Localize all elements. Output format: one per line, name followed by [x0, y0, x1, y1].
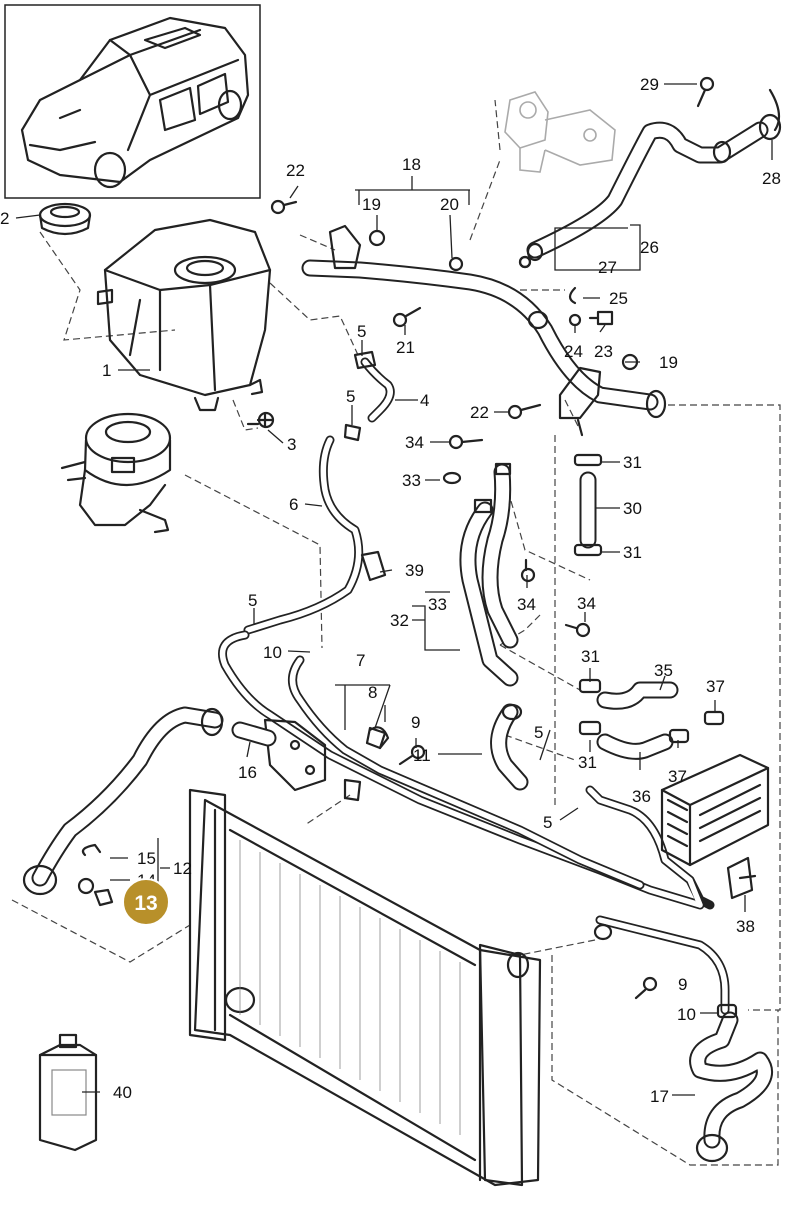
thermostat-housing-ghost: [504, 91, 616, 173]
callout-19: 19: [362, 195, 381, 214]
callout-16: 16: [238, 763, 257, 782]
callout-22: 22: [470, 403, 489, 422]
highlighted-callout-13[interactable]: 13: [122, 878, 170, 926]
coolant-bottle: [38, 1033, 98, 1152]
callout-labels: 2 1 3 4 5 5 5 5 5 6 7 8 9 9 10 10 11 12 …: [0, 75, 781, 1106]
brackets: [263, 718, 757, 900]
callout-20: 20: [440, 195, 459, 214]
callout-32: 32: [390, 611, 409, 630]
callout-19: 19: [659, 353, 678, 372]
callout-9: 9: [678, 975, 687, 994]
callout-10: 10: [263, 643, 282, 662]
callout-4: 4: [420, 391, 429, 410]
callout-31: 31: [578, 753, 597, 772]
callout-3: 3: [287, 435, 296, 454]
callout-35: 35: [654, 661, 673, 680]
callout-34: 34: [517, 595, 536, 614]
coolant-pipe-upper: [301, 224, 667, 437]
callout-27: 27: [598, 258, 617, 277]
hoses-35-36: [578, 678, 725, 760]
callout-5: 5: [357, 322, 366, 341]
small-hose-4: [343, 350, 395, 442]
callout-9: 9: [411, 713, 420, 732]
callout-5: 5: [534, 723, 543, 742]
callout-5: 5: [346, 387, 355, 406]
callout-17: 17: [650, 1087, 669, 1106]
leader-lines: [15, 83, 773, 1096]
callout-31: 31: [623, 453, 642, 472]
callout-24: 24: [564, 342, 583, 361]
callout-40: 40: [113, 1083, 132, 1102]
expansion-tank: [96, 218, 272, 412]
callout-30: 30: [623, 499, 642, 518]
vehicle-thumbnail: [4, 4, 261, 199]
callout-6: 6: [289, 495, 298, 514]
callout-5: 5: [248, 591, 257, 610]
callout-37: 37: [706, 677, 725, 696]
callout-28: 28: [762, 169, 781, 188]
reference-lines: [11, 99, 781, 1166]
coolant-hose-right: [518, 88, 782, 269]
callout-2: 2: [0, 209, 9, 228]
hose-33: [459, 462, 519, 687]
callout-22: 22: [286, 161, 305, 180]
lower-radiator-hose: [22, 706, 277, 907]
callout-5: 5: [543, 813, 552, 832]
callout-12: 12: [173, 859, 192, 878]
callout-11: 11: [413, 746, 431, 765]
callout-1: 1: [102, 361, 111, 380]
callout-25: 25: [609, 289, 628, 308]
callout-23: 23: [594, 342, 613, 361]
callout-34: 34: [577, 594, 596, 613]
highlight-label: 13: [134, 892, 157, 915]
callout-18: 18: [402, 155, 421, 174]
callout-10: 10: [677, 1005, 696, 1024]
callout-36: 36: [632, 787, 651, 806]
callout-34: 34: [405, 433, 424, 452]
callout-39: 39: [405, 561, 424, 580]
callout-21: 21: [396, 338, 415, 357]
hose-11: [490, 703, 529, 791]
callout-37: 37: [668, 767, 687, 786]
hose-30: [573, 453, 603, 557]
callout-8: 8: [368, 683, 377, 702]
callout-33: 33: [428, 595, 447, 614]
coolant-cap: [38, 202, 92, 236]
hose-6: [243, 435, 387, 635]
coolant-pipe-long: [218, 630, 730, 1015]
callout-38: 38: [736, 917, 755, 936]
radiator: [188, 788, 542, 1187]
oil-cooler: [660, 753, 770, 867]
callout-26: 26: [640, 238, 659, 257]
callout-15: 15: [137, 849, 156, 868]
callout-31: 31: [623, 543, 642, 562]
callout-31: 31: [581, 647, 600, 666]
fasteners: [246, 76, 715, 1000]
callout-29: 29: [640, 75, 659, 94]
alt-expansion-tank: [60, 412, 172, 534]
callout-33: 33: [402, 471, 421, 490]
hose-17: [689, 1003, 773, 1163]
callout-7: 7: [356, 651, 365, 670]
